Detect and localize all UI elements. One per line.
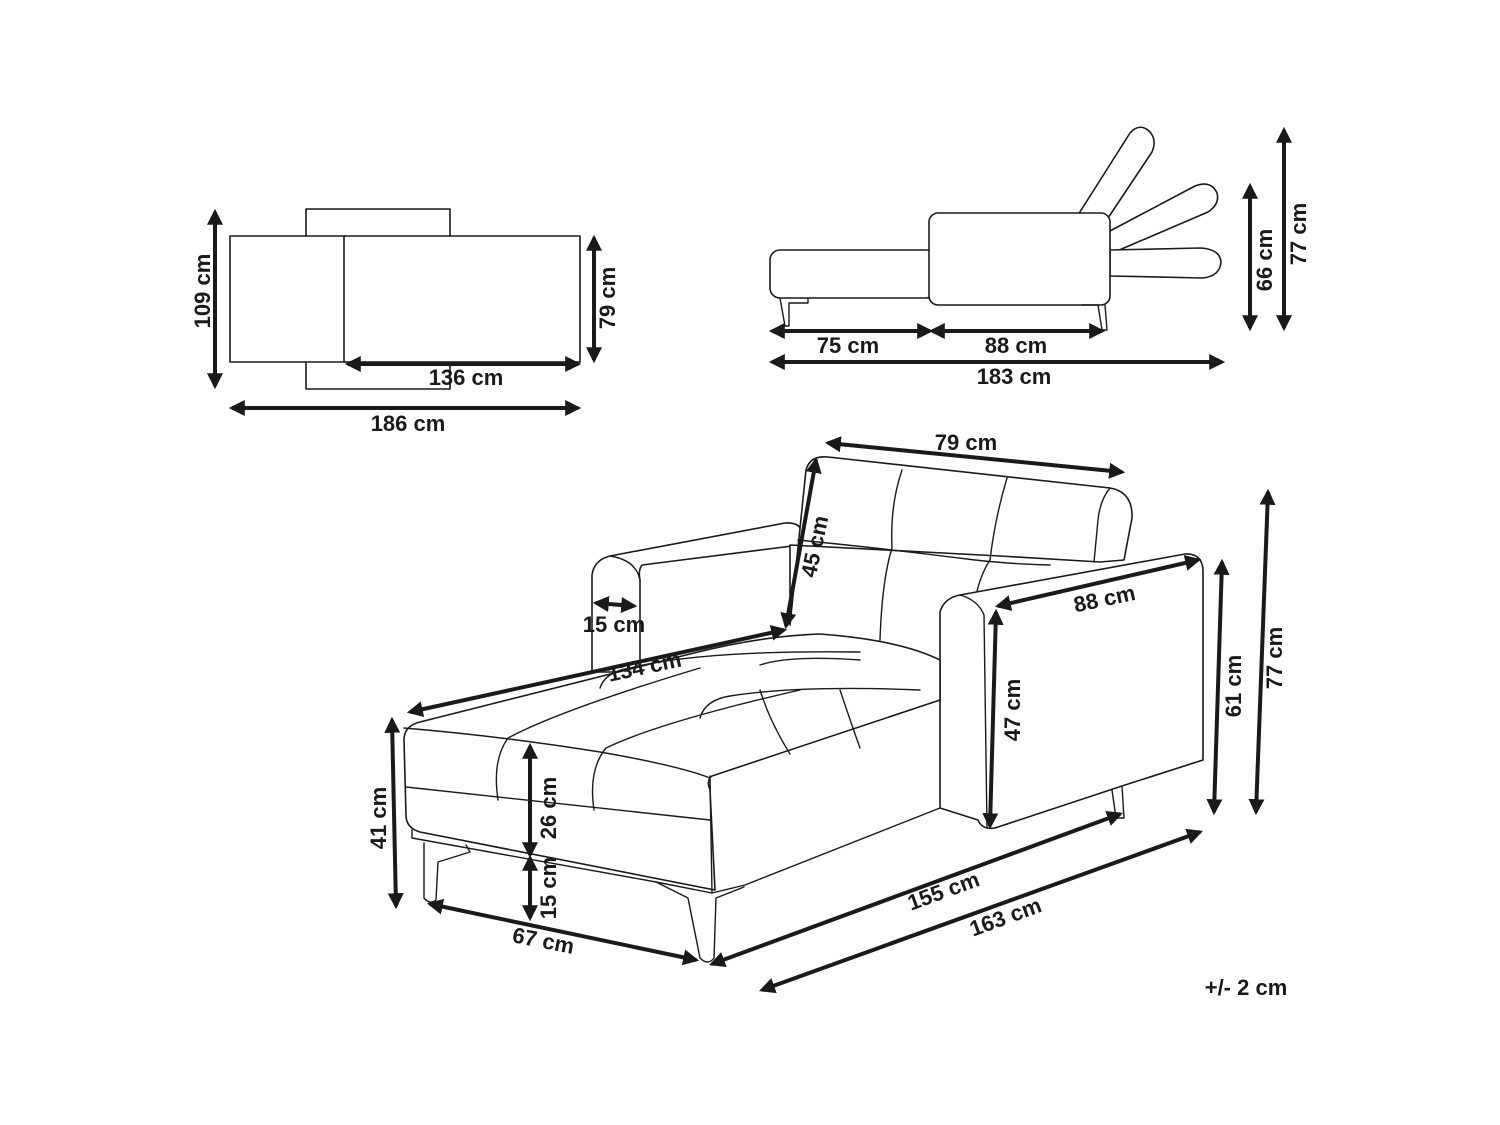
side-view-backrest-flat [1109, 247, 1222, 279]
top-view-back-pad [305, 208, 451, 238]
label-41cm: 41 cm [366, 787, 391, 849]
label-47cm: 47 cm [1000, 679, 1025, 741]
seat-cushion-front [403, 727, 711, 779]
label-66cm: 66 cm [1252, 229, 1277, 291]
dim-arrow-163 [758, 828, 1204, 994]
label-77cm-side: 77 cm [1286, 203, 1311, 265]
dim-arrow-41 [384, 716, 404, 910]
label-67cm: 67 cm [510, 922, 576, 958]
side-view-body [928, 212, 1111, 306]
dim-arrow-77-total [1248, 488, 1276, 816]
seat-tuft-line-6 [839, 689, 861, 749]
dim-arrow-79-back [824, 436, 1126, 479]
dim-arrow-47 [982, 608, 1004, 830]
side-view-leg-front [779, 297, 809, 327]
seat-front-face [709, 775, 941, 894]
label-163cm: 163 cm [966, 892, 1045, 941]
tolerance-note: +/- 2 cm [1205, 975, 1288, 1000]
label-15cm-arm: 15 cm [583, 612, 645, 637]
perspective-view: 79 cm 45 cm 15 cm 134 cm 88 cm 47 cm 61 … [366, 430, 1287, 994]
label-183cm: 183 cm [977, 364, 1052, 389]
label-136cm: 136 cm [429, 365, 504, 390]
seat-base-line [405, 786, 711, 821]
label-26cm: 26 cm [536, 777, 561, 839]
backrest-top-edge [1093, 487, 1111, 563]
label-75cm: 75 cm [817, 333, 879, 358]
label-77cm-total: 77 cm [1262, 627, 1287, 689]
dim-arrow-15-arm [592, 596, 638, 613]
label-109cm: 109 cm [190, 254, 215, 329]
label-79cm-top: 79 cm [595, 267, 620, 329]
label-61cm: 61 cm [1221, 655, 1246, 717]
side-view-seat-cushion [769, 249, 937, 299]
side-view: 75 cm 88 cm 183 cm 66 cm 77 cm [768, 126, 1311, 389]
label-155cm: 155 cm [904, 866, 983, 915]
dim-arrow-45 [780, 456, 822, 630]
backrest-tuft-2 [974, 477, 1008, 601]
side-view-backrest-raised [1077, 126, 1155, 219]
back-armrest-edge [609, 555, 641, 581]
dim-arrow-67 [426, 898, 700, 966]
top-view: 109 cm 79 cm 136 cm 186 cm [190, 208, 620, 436]
label-79cm-back: 79 cm [935, 430, 997, 455]
top-view-armrest [229, 235, 347, 363]
label-186cm: 186 cm [371, 411, 446, 436]
backrest-tuft-1 [879, 469, 903, 641]
dim-arrow-61 [1206, 558, 1230, 816]
leg-front-left [423, 842, 471, 903]
dim-arrow-134 [406, 624, 788, 718]
label-15cm-leg: 15 cm [536, 857, 561, 919]
label-88cm-side: 88 cm [985, 333, 1047, 358]
leg-front-right [655, 881, 745, 963]
side-view-leg-back [1081, 304, 1108, 331]
top-view-seat [343, 235, 581, 363]
side-view-backrest-mid [1107, 183, 1219, 255]
dim-arrow-88-arm [994, 555, 1202, 611]
